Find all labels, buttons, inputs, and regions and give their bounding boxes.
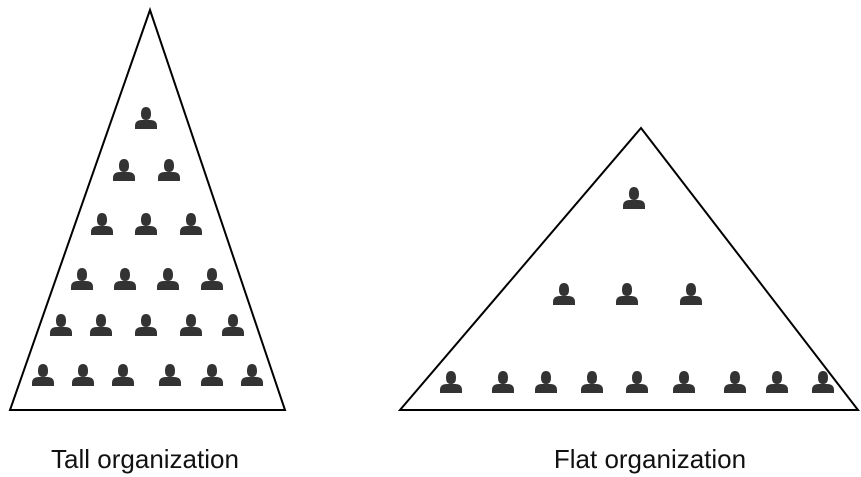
person-icon xyxy=(553,283,575,305)
person-icon xyxy=(812,371,834,393)
tall-organization-people xyxy=(32,107,263,386)
person-icon xyxy=(680,283,702,305)
person-icon xyxy=(222,314,244,336)
person-icon xyxy=(241,364,263,386)
person-icon xyxy=(201,268,223,290)
person-icon xyxy=(673,371,695,393)
flat-organization-people xyxy=(440,187,834,393)
tall-organization-caption: Tall organization xyxy=(51,444,239,474)
person-icon xyxy=(159,364,181,386)
person-icon xyxy=(91,213,113,235)
person-icon xyxy=(157,268,179,290)
person-icon xyxy=(32,364,54,386)
person-icon xyxy=(90,314,112,336)
person-icon xyxy=(492,371,514,393)
person-icon xyxy=(581,371,603,393)
person-icon xyxy=(766,371,788,393)
person-icon xyxy=(113,159,135,181)
person-icon xyxy=(201,364,223,386)
person-icon xyxy=(623,187,645,209)
flat-organization-caption: Flat organization xyxy=(553,444,747,474)
person-icon xyxy=(180,213,202,235)
person-icon xyxy=(440,371,462,393)
person-icon xyxy=(535,371,557,393)
person-icon xyxy=(158,159,180,181)
person-icon xyxy=(112,364,134,386)
person-icon xyxy=(180,314,202,336)
person-icon xyxy=(50,314,72,336)
person-icon xyxy=(135,314,157,336)
person-icon xyxy=(135,213,157,235)
person-icon xyxy=(71,268,93,290)
person-icon xyxy=(135,107,157,129)
person-icon xyxy=(626,371,648,393)
tall-organization-pyramid xyxy=(8,6,287,411)
person-icon xyxy=(616,283,638,305)
flat-organization-pyramid xyxy=(397,126,861,411)
person-icon xyxy=(724,371,746,393)
person-icon xyxy=(72,364,94,386)
person-icon xyxy=(114,268,136,290)
